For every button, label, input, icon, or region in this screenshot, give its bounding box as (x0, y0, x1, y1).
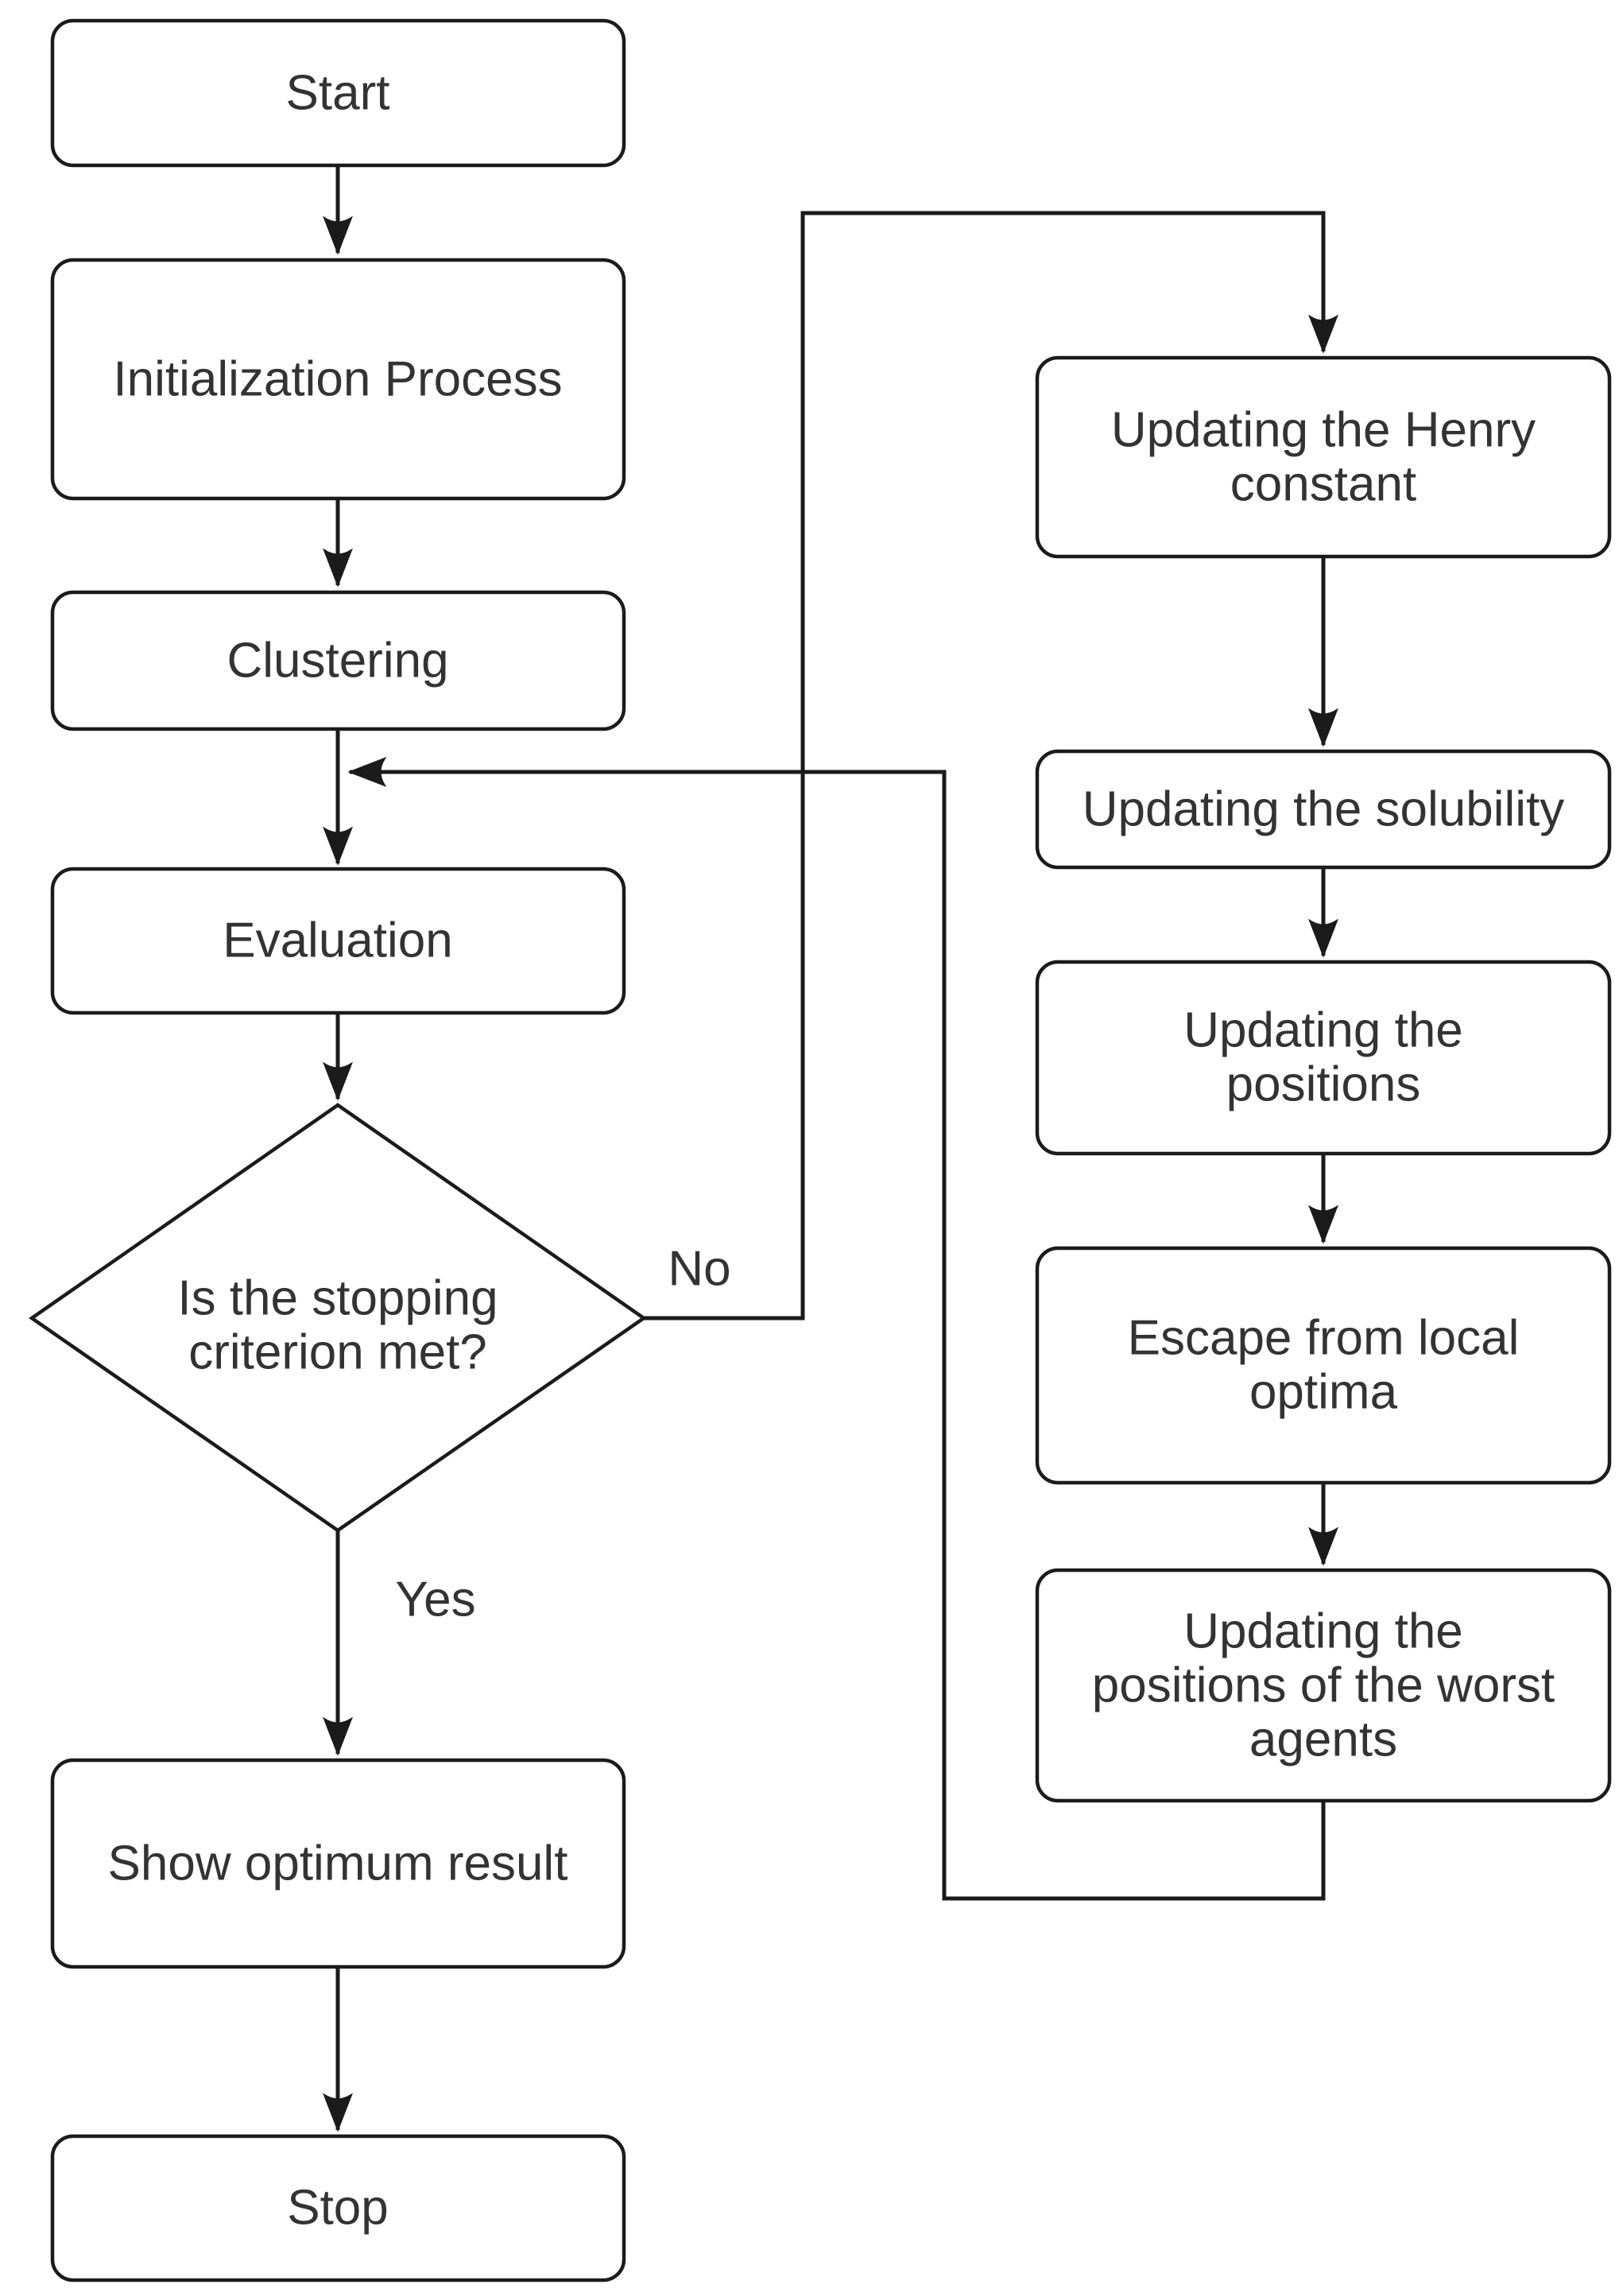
flowchart-node-evaluation: Evaluation (50, 867, 626, 1015)
clustering-node-label: Clustering (227, 634, 448, 688)
escape-label-line1: Escape from local (1128, 1311, 1520, 1366)
clustering-node-shape (50, 590, 626, 731)
escape-node-shape (1035, 1246, 1612, 1485)
initialization-node-label: Initialization Process (113, 352, 562, 407)
decision-label-line1: Is the stopping (177, 1271, 498, 1326)
stop-node-label: Stop (287, 2181, 389, 2236)
positions-node-shape (1035, 960, 1612, 1156)
yes-branch-label: Yes (395, 1573, 475, 1627)
flowchart-node-escape-local-optima: Escape from local optima (1035, 1246, 1612, 1485)
show-result-node-shape (50, 1758, 626, 1969)
positions-label-line2: positions (1226, 1057, 1421, 1112)
worst-agents-node-shape (1035, 1568, 1612, 1803)
evaluation-node-label: Evaluation (223, 913, 453, 968)
arrow-decision-no-to-henry (644, 211, 1323, 1321)
start-node-label: Start (286, 66, 390, 121)
flowchart-node-positions: Updating the positions (1035, 960, 1612, 1156)
henry-node-shape (1035, 355, 1612, 559)
solubility-node-label: Updating the solubility (1083, 782, 1565, 837)
flowchart-node-solubility: Updating the solubility (1035, 749, 1612, 870)
flowchart-node-start: Start (50, 18, 626, 168)
decision-label-line2: criterion met? (188, 1325, 487, 1380)
no-branch-label: No (668, 1242, 730, 1297)
flowchart-node-stop: Stop (50, 2134, 626, 2282)
arrow-worst-return-to-junction (350, 772, 1326, 1901)
worst-agents-label-line2: positions of the worst (1092, 1658, 1555, 1713)
henry-label-line2: constant (1230, 457, 1416, 512)
decision-diamond-shape (29, 1103, 647, 1533)
flowchart-node-decision: Is the stopping criterion met? (29, 1103, 647, 1533)
escape-label-line2: optima (1249, 1365, 1398, 1420)
flowchart-node-henry-constant: Updating the Henry constant (1035, 355, 1612, 559)
worst-agents-label-line3: agents (1249, 1712, 1397, 1767)
flowchart-node-show-result: Show optimum result (50, 1758, 626, 1969)
stop-node-shape (50, 2134, 626, 2282)
initialization-node-shape (50, 258, 626, 501)
flowchart-node-initialization: Initialization Process (50, 258, 626, 501)
evaluation-node-shape (50, 867, 626, 1015)
flowchart-node-worst-agents: Updating the positions of the worst agen… (1035, 1568, 1612, 1803)
solubility-node-shape (1035, 749, 1612, 870)
positions-label-line1: Updating the (1183, 1003, 1463, 1058)
henry-label-line1: Updating the Henry (1111, 403, 1536, 458)
flowchart-node-clustering: Clustering (50, 590, 626, 731)
start-node-shape (50, 18, 626, 168)
show-result-node-label: Show optimum result (108, 1836, 568, 1891)
worst-agents-label-line1: Updating the (1183, 1604, 1463, 1659)
